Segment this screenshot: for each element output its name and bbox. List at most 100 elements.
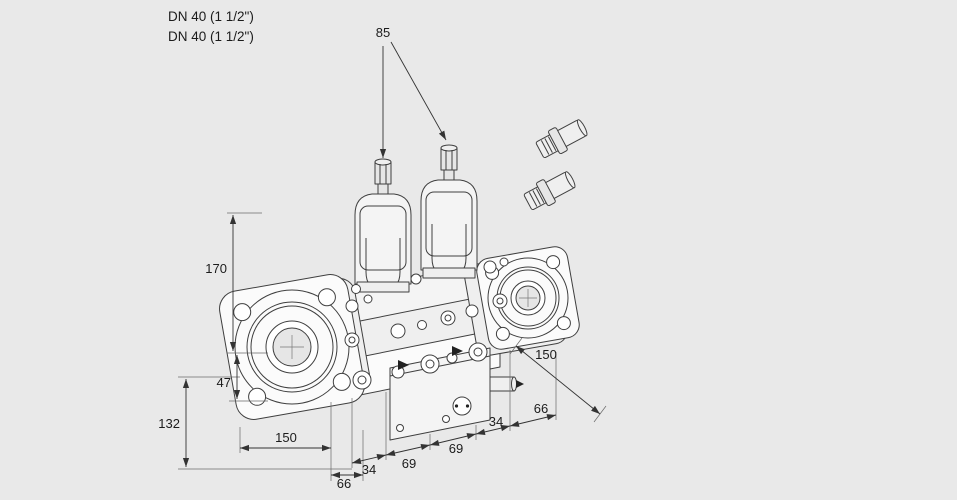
left-actuator-body — [354, 193, 412, 285]
dimension-label-34-right: 34 — [489, 414, 503, 429]
right-actuator-body — [420, 179, 478, 271]
dimension-arrowhead — [229, 215, 237, 224]
dimension-arrowhead — [240, 444, 249, 452]
dimension-label-150-right: 150 — [535, 347, 557, 362]
dimension-label-66-bottom: 66 — [337, 476, 351, 491]
fitting-knurl-line — [532, 190, 541, 205]
port-circle — [420, 354, 440, 374]
bottom-block-screw — [396, 424, 404, 432]
left-actuator-base-plate — [356, 281, 410, 293]
right-flange-centermark — [519, 289, 537, 307]
dimension-arrowhead — [466, 433, 476, 440]
fitting-lower-cap — [564, 171, 576, 189]
left-flange — [219, 274, 371, 420]
side-port-body — [489, 376, 515, 392]
dimension-label-69-right: 69 — [449, 441, 463, 456]
left-actuator-coil-housing — [359, 205, 407, 271]
left-flange-centermark — [280, 335, 304, 359]
dimension-arrowhead — [233, 390, 241, 399]
dimension-label-85: 85 — [376, 25, 390, 40]
flow-arrow-icon — [452, 346, 463, 356]
dimension-arrowhead — [438, 130, 446, 140]
port-circle — [483, 260, 497, 274]
dimension-arrowhead — [420, 443, 430, 451]
fitting-upper-collar — [548, 127, 568, 155]
dimension-arrowhead — [354, 471, 363, 479]
dimension-arrowhead — [510, 420, 520, 427]
port-circle — [417, 320, 427, 330]
dimension-arrowhead — [229, 342, 237, 351]
dimension-arrowhead — [379, 149, 387, 158]
dimension-label-170: 170 — [205, 261, 227, 276]
port-circle — [499, 257, 509, 267]
dimension-arrowhead — [182, 458, 190, 467]
bottom-block-port-hole — [454, 404, 459, 408]
port-circle — [465, 304, 479, 318]
port-circle-inner — [473, 347, 483, 357]
bottom-block-screw — [442, 415, 450, 423]
left-flange-bolt-hole — [317, 288, 336, 307]
right-actuator — [420, 144, 478, 279]
port-circle-inner — [496, 297, 504, 305]
right-actuator-base-plate — [422, 267, 476, 279]
dimension-arrowhead — [386, 449, 396, 457]
fitting-knurl-line — [535, 188, 545, 203]
dn-label-2: DN 40 (1 1/2") — [168, 29, 254, 44]
dim-line-150-right — [515, 345, 601, 415]
left-flange-ring — [246, 301, 338, 393]
port-circle — [468, 342, 488, 362]
dimension-label-132: 132 — [158, 416, 180, 431]
dimension-arrowhead — [331, 471, 340, 479]
bottom-block — [389, 347, 524, 441]
dimension-arrowhead — [233, 355, 241, 364]
bottom-block-port — [452, 396, 472, 416]
port-circle — [351, 284, 361, 294]
dimension-arrowhead — [476, 428, 486, 435]
fitting-lower — [523, 171, 576, 211]
port-circle — [390, 323, 406, 339]
port-circle-inner — [444, 314, 452, 322]
fitting-upper-cap — [576, 119, 588, 137]
fitting-knurl-line — [528, 192, 538, 207]
port-circle-inner — [425, 359, 435, 369]
fitting-knurl-line — [544, 138, 553, 153]
fitting-knurl-line — [547, 136, 557, 151]
labels: DN 40 (1 1/2") DN 40 (1 1/2") 85 170 47 … — [158, 9, 557, 491]
left-flange-bolt-hole — [332, 372, 351, 391]
fitting-upper — [535, 119, 588, 159]
right-flange-raised-face — [487, 257, 569, 339]
valve-drawing — [219, 119, 588, 441]
side-port-cap — [511, 376, 517, 392]
dn-label-1: DN 40 (1 1/2") — [168, 9, 254, 24]
dimension-arrowhead — [182, 379, 190, 388]
body-port-circles — [344, 257, 509, 390]
port-circle — [363, 294, 373, 304]
dimension-arrowhead — [352, 457, 362, 464]
port-circle — [352, 370, 372, 390]
dimension-arrowhead — [430, 439, 440, 446]
extension-lines — [178, 212, 607, 481]
dimension-arrowhead — [322, 444, 331, 452]
dimension-arrowhead — [546, 414, 556, 421]
port-circle-inner — [348, 336, 356, 344]
fitting-lower-collar — [536, 179, 556, 207]
side-port-tip — [516, 380, 524, 388]
right-flange-bolt-hole — [546, 255, 561, 270]
port-circle — [344, 332, 360, 348]
port-circle — [410, 273, 422, 285]
port-circle — [345, 299, 359, 313]
left-actuator-cap-top — [374, 158, 392, 166]
dimension-label-69-left: 69 — [402, 456, 416, 471]
right-actuator-coil-housing — [425, 191, 473, 257]
port-circle-inner — [357, 375, 367, 385]
fitting-knurl-line — [540, 140, 550, 155]
left-flange-raised-face — [234, 289, 350, 405]
left-flange-ring-inner — [250, 305, 334, 389]
right-flange-bolt-hole — [556, 316, 571, 331]
left-flange-bolt-hole — [248, 387, 267, 406]
dimension-label-47: 47 — [217, 375, 231, 390]
right-flange-bolt-hole — [495, 326, 510, 341]
dimension-label-66-right: 66 — [534, 401, 548, 416]
right-actuator-cap-top — [440, 144, 458, 152]
dimension-arrowhead — [591, 405, 600, 414]
